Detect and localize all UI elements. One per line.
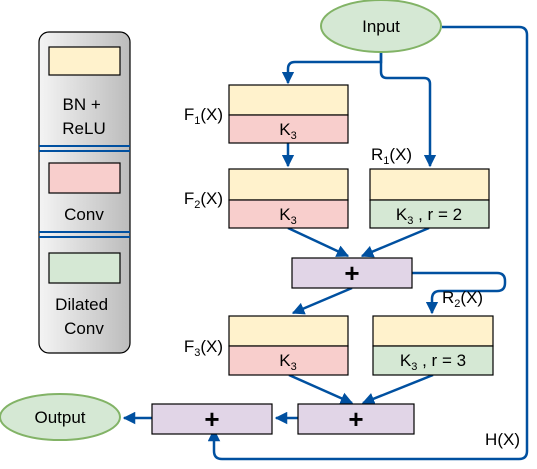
dilated-conv-label-r2: K3 , r = 3 (400, 351, 466, 373)
plus-icon: + (204, 404, 219, 434)
label-h: H(X) (485, 430, 520, 449)
output-node: Output (0, 393, 121, 441)
output-label: Output (34, 408, 85, 427)
arrow-add1-to-f3 (291, 286, 353, 315)
arrow-f3-to-add2 (288, 373, 354, 405)
input-label: Input (362, 17, 400, 36)
input-ellipse (320, 0, 442, 53)
bn-relu-layer (228, 315, 349, 347)
label-f1: F1(X) (184, 105, 223, 127)
label-f3: F3(X) (184, 337, 223, 359)
dilated-conv-layer (372, 345, 494, 376)
legend-label-dilated-conv: Dilated Conv (55, 295, 113, 338)
add-box (291, 257, 413, 289)
plus-icon: + (344, 258, 359, 288)
conv-layer (228, 199, 349, 229)
block-r1: K3 , r = 2 (369, 168, 490, 229)
arrow-input-to-r1 (379, 52, 437, 168)
block-f3: K3 (228, 315, 349, 376)
conv-label-f3: K3 (279, 351, 296, 373)
block-r2: K3 , r = 3 (372, 315, 494, 376)
output-ellipse (0, 393, 121, 441)
input-node: Input (320, 0, 442, 53)
add-node-3: + (151, 403, 273, 435)
conv-label-f1: K3 (279, 120, 296, 142)
conv-layer (228, 345, 349, 376)
conv-layer (228, 114, 349, 144)
arrow-input-skip-h (207, 25, 529, 461)
bn-relu-layer (369, 168, 490, 201)
block-f1: K3 (228, 84, 349, 144)
legend-label-bn-relu: BN + ReLU (62, 95, 105, 138)
dilated-conv-label-r1: K3 , r = 2 (396, 205, 462, 227)
bn-relu-layer (372, 315, 494, 347)
conv-label-f2: K3 (279, 205, 296, 227)
plus-icon: + (348, 404, 363, 434)
legend: BN + ReLU Conv Dilated Conv (38, 31, 131, 354)
dilated-conv-layer (369, 199, 490, 229)
label-f2: F2(X) (184, 189, 223, 211)
bn-relu-layer (228, 168, 349, 201)
label-r1: R1(X) (371, 145, 412, 167)
connectors (122, 25, 529, 461)
add-box (151, 403, 273, 435)
bn-relu-layer (228, 84, 349, 116)
arrow-add1-to-r2 (412, 271, 507, 315)
legend-swatch-bn-relu (48, 46, 121, 76)
add-node-2: + (297, 403, 415, 435)
add-box (297, 403, 415, 435)
block-f2: K3 (228, 168, 349, 229)
legend-label-conv: Conv (64, 205, 104, 224)
arrow-input-to-f1 (281, 52, 383, 85)
arrow-f2-to-add1 (287, 226, 350, 258)
legend-swatch-dilated-conv (48, 252, 121, 284)
label-r2: R2(X) (442, 288, 483, 310)
legend-swatch-conv (48, 162, 121, 194)
add-node-1: + (291, 257, 413, 289)
arrow-r2-to-add2 (361, 373, 434, 405)
arrow-r1-to-add1 (360, 226, 430, 258)
